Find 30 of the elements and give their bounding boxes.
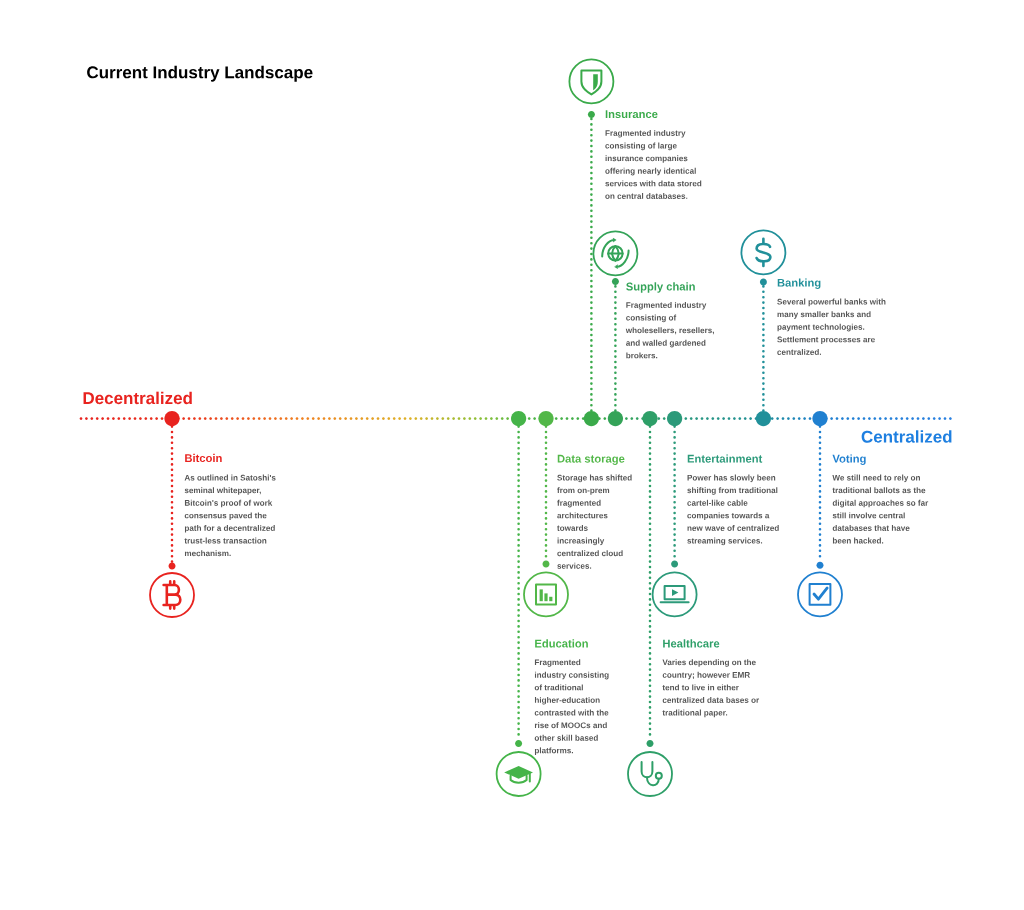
dot-marker (511, 411, 527, 427)
axis-label: Decentralized (83, 391, 192, 405)
dot-marker (642, 411, 658, 427)
title: Current Industry Landscape (87, 65, 313, 82)
dot-marker (812, 411, 828, 427)
dollar-icon (740, 229, 787, 276)
axis-label: Centralized (861, 430, 952, 443)
dotted-connector (648, 425, 652, 741)
dot-marker (164, 411, 180, 427)
dot-marker (667, 411, 683, 427)
dot-marker (607, 411, 623, 427)
stethoscope-icon (627, 751, 673, 797)
currency-icon (149, 572, 195, 618)
dotted-connector (614, 284, 617, 412)
checkbox-icon (797, 571, 843, 618)
graduation-cap-icon (495, 751, 542, 797)
dot-marker (755, 411, 771, 427)
dot-marker (538, 411, 554, 427)
bar-chart-icon (523, 571, 569, 618)
dotted-connector (517, 425, 520, 741)
dotted-connector (762, 284, 765, 412)
globe-arrows-icon (592, 230, 639, 277)
dotted-connector (590, 117, 593, 412)
laptop-icon (651, 571, 698, 618)
dotted-connector (544, 425, 548, 562)
dotted-connector (170, 425, 174, 564)
dotted-connector (673, 425, 676, 562)
dot-marker (583, 411, 599, 427)
dotted-connector (818, 425, 822, 563)
shield-icon (568, 58, 615, 105)
